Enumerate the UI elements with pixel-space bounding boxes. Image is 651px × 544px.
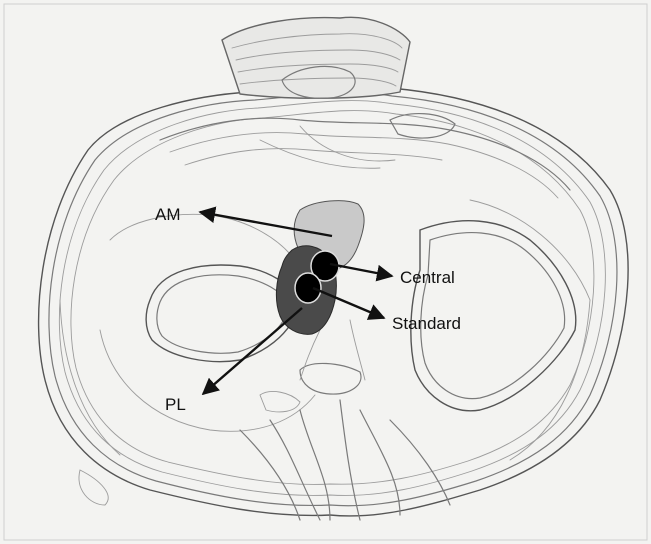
patellar-tendon-sketch bbox=[222, 17, 410, 98]
central-label: Central bbox=[400, 268, 455, 287]
standard-tunnel-marker bbox=[295, 273, 321, 303]
pl-label: PL bbox=[165, 395, 186, 414]
am-label: AM bbox=[155, 205, 181, 224]
standard-label: Standard bbox=[392, 314, 461, 333]
